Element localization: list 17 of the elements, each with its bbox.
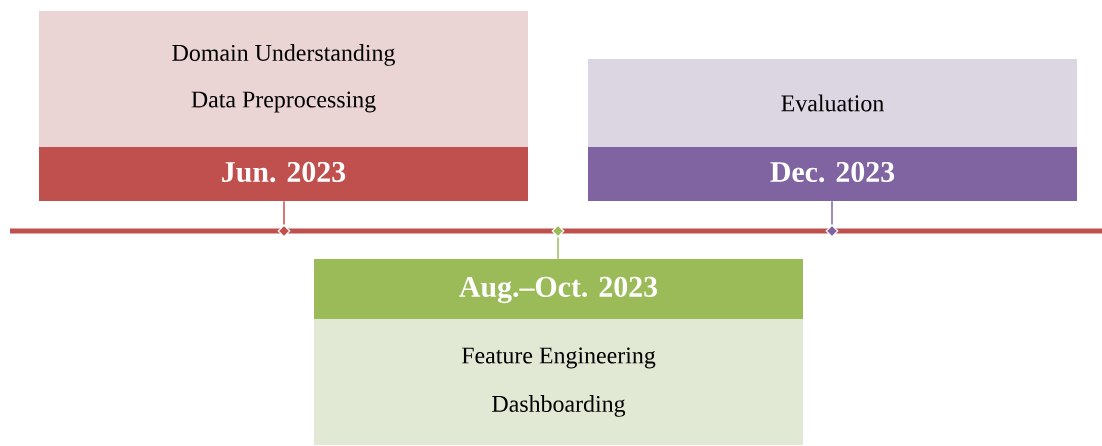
connector-line: [557, 236, 559, 260]
date-banner: Dec. 2023: [588, 147, 1077, 201]
event-card: [588, 59, 1077, 201]
date-banner: Aug.–Oct. 2023: [314, 259, 803, 319]
timeline-marker: [825, 224, 839, 238]
timeline-marker: [277, 224, 291, 238]
task-label: Dashboarding: [492, 395, 626, 417]
task-label: Evaluation: [781, 94, 884, 112]
connector-line: [831, 200, 833, 226]
event-card: [39, 11, 528, 201]
connector-line: [283, 200, 285, 226]
task-label: Domain Understanding: [172, 44, 395, 66]
task-label: Data Preprocessing: [191, 91, 376, 113]
date-banner: Jun. 2023: [39, 147, 528, 201]
task-label: Feature Engineering: [461, 347, 656, 369]
event-card: [314, 259, 803, 445]
timeline-marker: [551, 224, 565, 238]
